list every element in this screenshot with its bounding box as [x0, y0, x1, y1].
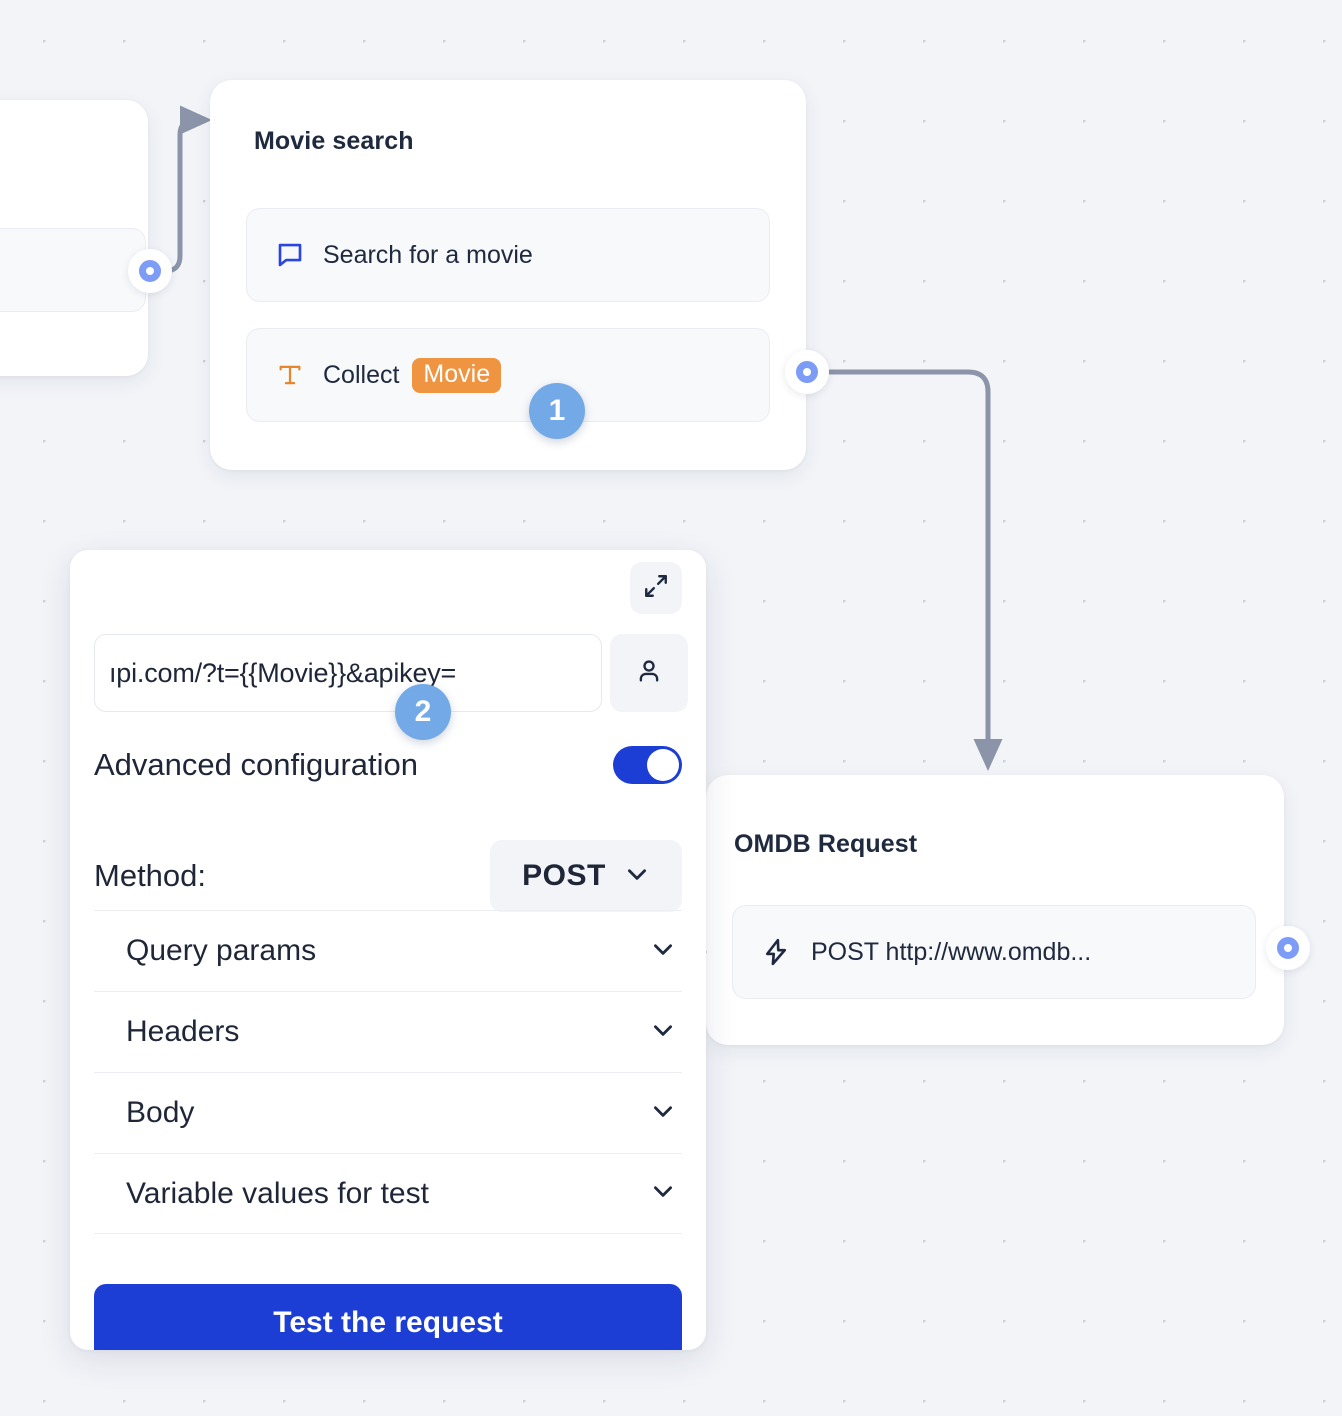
- edge-prev-to-movie: [149, 105, 212, 274]
- row-collect-prefix: Collect: [323, 360, 400, 389]
- user-icon: [634, 656, 664, 691]
- message-bubble-icon: [273, 238, 307, 272]
- config-accordion: Query params Headers Body: [94, 910, 682, 1234]
- chevron-down-icon: [624, 861, 650, 892]
- accordion-item-variable-values-for-test[interactable]: Variable values for test: [94, 1153, 682, 1234]
- method-select[interactable]: POST: [490, 840, 682, 912]
- accordion-label: Variable values for test: [126, 1176, 429, 1210]
- accordion-label: Headers: [126, 1015, 240, 1048]
- advanced-configuration-toggle[interactable]: [613, 746, 682, 784]
- port-movie-search-output[interactable]: [785, 350, 829, 394]
- credentials-button[interactable]: [610, 634, 688, 712]
- lightning-bolt-icon: [759, 935, 793, 969]
- accordion-item-headers[interactable]: Headers: [94, 991, 682, 1072]
- row-post-label: POST http://www.omdb...: [811, 937, 1092, 966]
- accordion-label: Body: [126, 1096, 195, 1129]
- previous-node-row[interactable]: [0, 228, 146, 312]
- chevron-down-icon[interactable]: [650, 1017, 676, 1048]
- row-collect-movie[interactable]: Collect Movie: [246, 328, 770, 422]
- method-value: POST: [522, 859, 606, 892]
- step-badge-2: 2: [395, 684, 451, 740]
- node-movie-search[interactable]: Movie search Search for a movie: [210, 80, 806, 470]
- row-search-label: Search for a movie: [323, 240, 533, 269]
- chevron-down-icon[interactable]: [650, 1178, 676, 1209]
- node-omdb-request[interactable]: OMDB Request POST http://www.omdb...: [695, 775, 1284, 1045]
- port-omdb-request-output[interactable]: [1266, 926, 1310, 970]
- row-collect-label: Collect Movie: [323, 357, 502, 393]
- test-the-request-button[interactable]: Test the request: [94, 1284, 682, 1350]
- row-search-for-a-movie[interactable]: Search for a movie: [246, 208, 770, 302]
- method-label: Method:: [94, 858, 207, 893]
- node-omdb-request-title: OMDB Request: [734, 830, 918, 858]
- edge-movie-to-omdb: [827, 369, 1003, 771]
- expand-panel-button[interactable]: [630, 562, 682, 614]
- step-badge-1: 1: [529, 383, 585, 439]
- variable-chip-movie[interactable]: Movie: [412, 357, 502, 393]
- advanced-configuration-row[interactable]: Advanced configuration: [94, 746, 682, 784]
- row-post-request[interactable]: POST http://www.omdb...: [732, 905, 1256, 999]
- accordion-item-query-params[interactable]: Query params: [94, 910, 682, 991]
- request-config-panel[interactable]: Advanced configuration Method: POST Quer…: [70, 550, 706, 1350]
- previous-node-partial[interactable]: [0, 100, 148, 376]
- node-movie-search-title: Movie search: [254, 127, 414, 155]
- accordion-item-body[interactable]: Body: [94, 1072, 682, 1153]
- method-row: Method: POST: [94, 840, 682, 912]
- advanced-configuration-label: Advanced configuration: [94, 747, 419, 782]
- chevron-down-icon[interactable]: [650, 1098, 676, 1129]
- toggle-knob: [647, 749, 679, 781]
- expand-diagonal-icon: [643, 573, 669, 604]
- accordion-label: Query params: [126, 934, 317, 967]
- text-type-icon: [273, 358, 307, 392]
- request-url-input[interactable]: [94, 634, 602, 712]
- port-previous-node-output[interactable]: [128, 249, 172, 293]
- url-row[interactable]: [94, 634, 688, 712]
- chevron-down-icon[interactable]: [650, 936, 676, 967]
